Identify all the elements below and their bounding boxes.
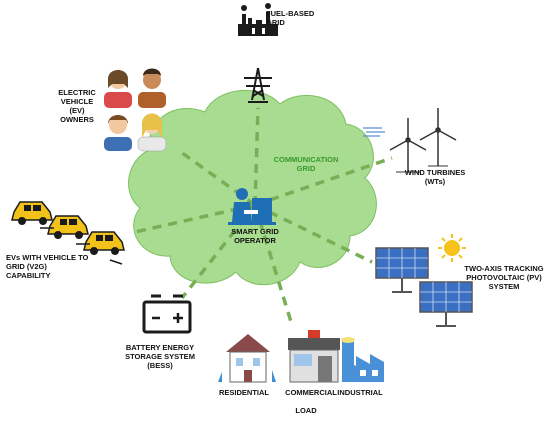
transmission-tower-icon <box>244 67 272 103</box>
label-bess: BATTERY ENERGY STORAGE SYSTEM (BESS) <box>125 343 195 370</box>
wind-turbine-icon <box>363 108 457 173</box>
power-plant-icon <box>238 3 278 36</box>
label-v2g: EVs WITH VEHICLE TO GRID (V2G) CAPABILIT… <box>6 253 89 280</box>
label-industrial: INDUSTRIAL <box>337 388 383 397</box>
link-wind <box>254 156 393 207</box>
people-icon <box>104 68 167 152</box>
battery-icon <box>142 294 192 334</box>
solar-panel-icon <box>375 247 473 327</box>
label-communication-grid: COMMUNICATION GRID <box>273 155 339 173</box>
label-fuel-grid: FUEL-BASED GRID <box>266 9 315 27</box>
label-residential: RESIDENTIAL <box>218 388 269 397</box>
label-wind-turbines: WIND TURBINES (WTs) <box>404 168 466 186</box>
link-pv <box>254 203 373 264</box>
label-pv: TWO-AXIS TRACKING PHOTOVOLTAIC (PV) SYST… <box>464 264 544 291</box>
sun-icon <box>438 234 466 262</box>
link-fuel-grid <box>253 107 260 206</box>
factory-icon <box>341 337 384 382</box>
communication-cloud <box>128 89 377 286</box>
operator-icon <box>228 188 276 225</box>
store-icon <box>288 330 340 383</box>
label-commercial: COMMERCIAL <box>285 388 337 397</box>
label-ev-owners: ELECTRIC VEHICLE (EV) OWNERS <box>58 88 96 124</box>
label-load: LOAD <box>295 406 317 415</box>
electric-car-icon <box>11 201 125 265</box>
label-operator: SMART GRID OPERATOR <box>231 227 279 245</box>
house-icon <box>218 334 276 383</box>
